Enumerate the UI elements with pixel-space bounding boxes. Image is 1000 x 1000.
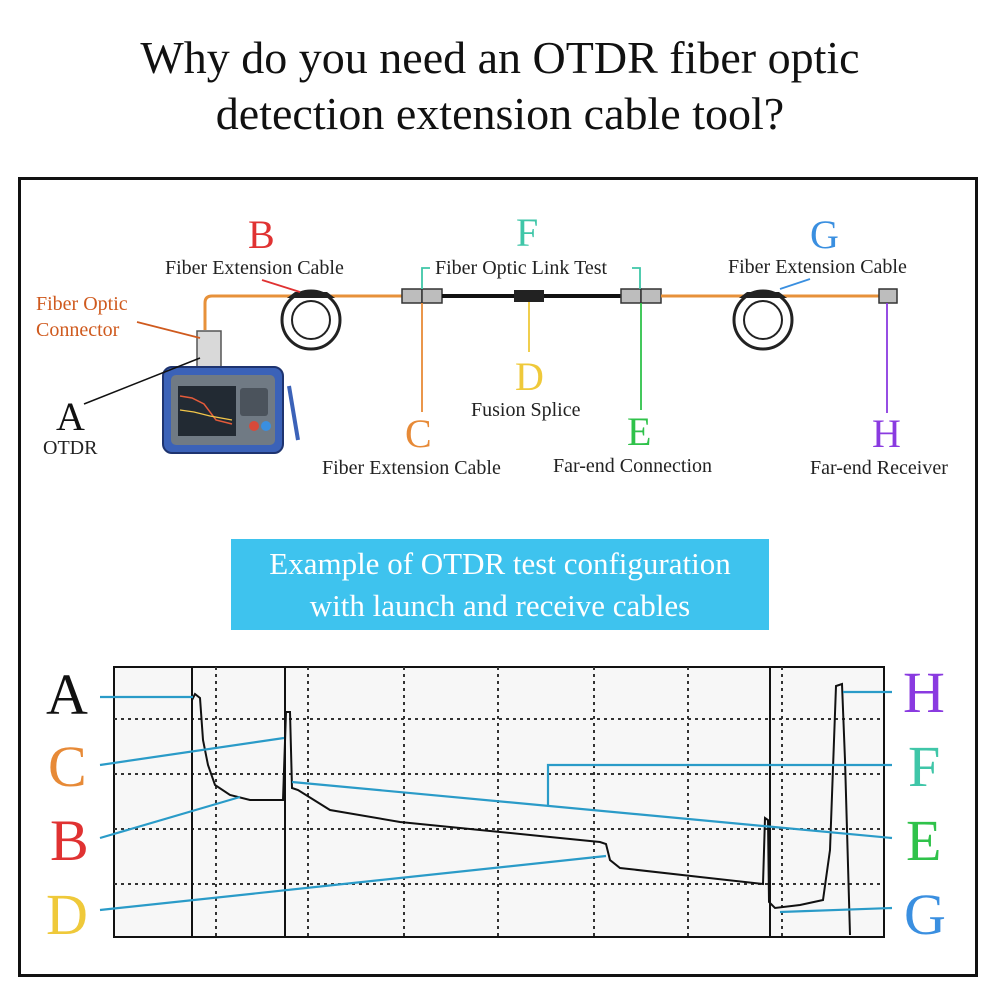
far-end-receiver-h: [878, 288, 898, 304]
leader-a: [83, 357, 201, 405]
setup-desc-f: Fiber Optic Link Test: [435, 257, 608, 279]
bracket-f: [421, 267, 641, 289]
trace-leader-c: [99, 736, 285, 767]
trace-leader-b: [99, 795, 241, 840]
diagram-frame: [18, 177, 978, 977]
connector-label: Fiber Optic Connector: [36, 291, 128, 343]
cable-coil-b: [280, 289, 342, 351]
connector-label-line-2: Connector: [36, 319, 120, 341]
trace-leader-d: [99, 854, 607, 912]
trace-letter-g: G: [904, 882, 946, 947]
page-title: Why do you need an OTDR fiber optic dete…: [0, 30, 1000, 142]
leader-g: [779, 278, 811, 290]
setup-letter-d: D: [515, 354, 544, 399]
connector-e: [620, 288, 662, 304]
trace-leader-f: [546, 763, 892, 806]
fusion-splice-d: [514, 290, 544, 302]
trace-chart: [99, 666, 893, 938]
setup-letter-c: C: [405, 411, 432, 456]
banner-line-1: Example of OTDR test configuration: [269, 546, 731, 581]
setup-desc-d: Fusion Splice: [471, 399, 581, 421]
leader-b: [261, 279, 301, 293]
setup-desc-e: Far-end Connection: [553, 455, 713, 477]
setup-desc-c: Fiber Extension Cable: [322, 457, 501, 479]
setup-desc-h: Far-end Receiver: [810, 457, 948, 479]
setup-desc-a: OTDR: [43, 437, 98, 459]
setup-letter-e: E: [627, 409, 652, 454]
setup-letter-g: G: [810, 212, 839, 257]
trace-letter-a: A: [46, 662, 88, 727]
otdr-device: [162, 330, 300, 454]
trace-letter-b: B: [50, 808, 89, 873]
trace-letter-c: C: [48, 734, 87, 799]
otdr-trace: [191, 682, 851, 936]
setup-desc-g: Fiber Extension Cable: [728, 256, 907, 278]
title-line-1: Why do you need an OTDR fiber optic: [140, 32, 860, 83]
fiber-orange-left: [203, 294, 402, 330]
cable-coil-g: [732, 289, 794, 351]
config-banner: Example of OTDR test configuration with …: [231, 539, 769, 630]
trace-letter-d: D: [46, 882, 88, 947]
trace-letter-e: E: [906, 808, 942, 873]
trace-letter-h: H: [903, 660, 945, 725]
setup-letter-f: F: [516, 210, 539, 255]
setup-letter-a: A: [56, 394, 85, 439]
connector-c: [401, 288, 443, 304]
setup-desc-b: Fiber Extension Cable: [165, 257, 344, 279]
setup-letter-h: H: [872, 411, 901, 456]
trace-leader-g: [779, 906, 893, 914]
leader-connector: [136, 321, 201, 339]
trace-leader-e: [291, 780, 893, 840]
trace-letter-f: F: [908, 734, 941, 799]
connector-label-line-1: Fiber Optic: [36, 293, 128, 315]
title-line-2: detection extension cable tool?: [215, 88, 785, 139]
setup-letter-b: B: [248, 212, 275, 257]
banner-line-2: with launch and receive cables: [309, 588, 691, 623]
